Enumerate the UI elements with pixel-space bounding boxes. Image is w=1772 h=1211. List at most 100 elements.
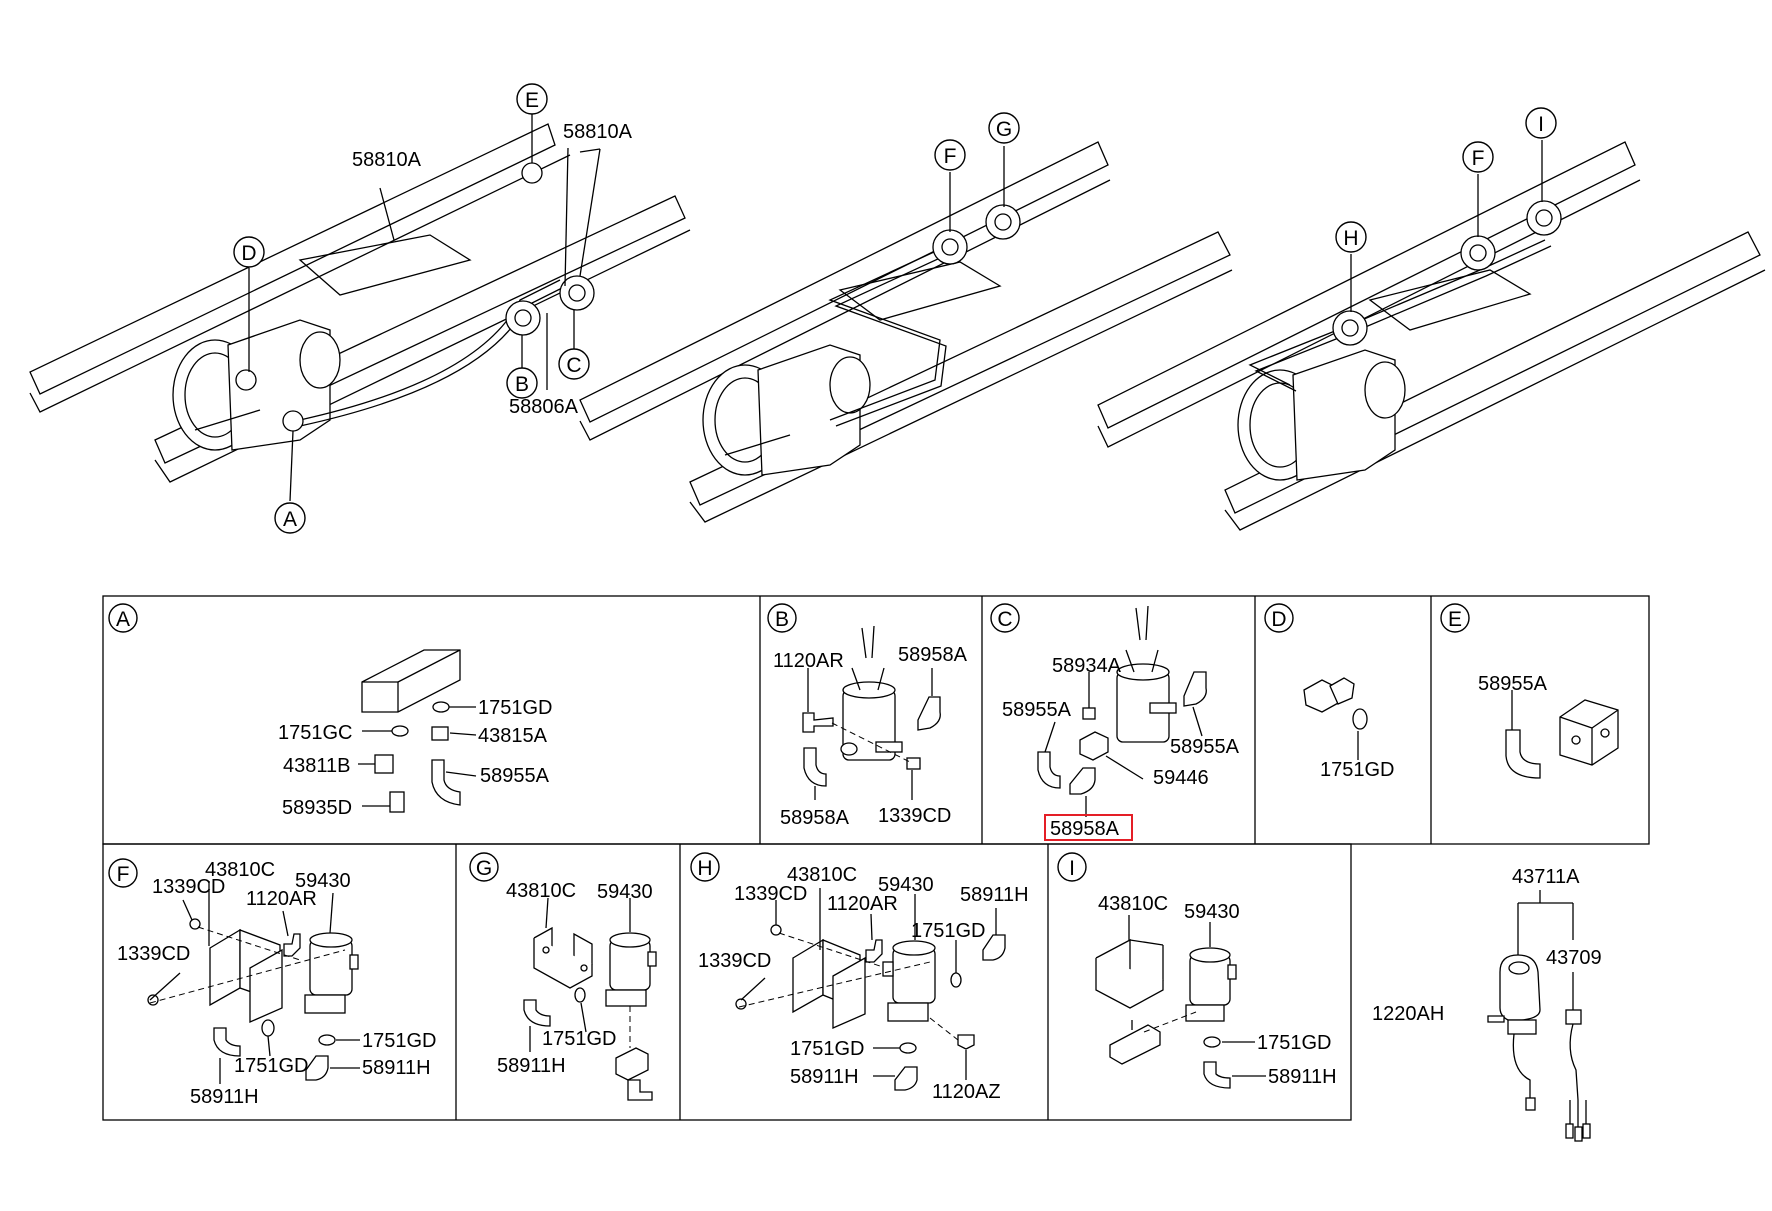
air-lines [1248,239,1552,392]
washer [261,1019,275,1037]
elbow-fitting [431,759,461,806]
tee-fitting [1109,1024,1161,1065]
washer [318,1034,336,1046]
panel-i: I 43810C 59430 1751GD 58911H [1057,852,1337,1089]
mounting-bracket [209,928,283,1023]
label-1751gd-top: 1751GD [911,920,986,942]
washer [574,987,586,1003]
panel-f: F 43810C 1339CD 59430 112 [108,858,437,1108]
transmission-body [172,319,341,451]
svg-text:H: H [697,857,712,880]
label-43810c: 43810C [1098,893,1168,915]
elbow-fitting [627,1079,653,1101]
valve-b [505,300,541,336]
callout-g: G [988,112,1020,144]
svg-text:G: G [476,857,492,880]
chassis-view-2: F G [579,112,1233,523]
panel-e-letter: E [1440,603,1470,633]
label-1751gd-lower: 1751GD [234,1055,309,1077]
washer [1203,1036,1221,1048]
label-43810c: 43810C [506,880,576,902]
label-43810c: 43810C [205,859,275,881]
svg-text:B: B [515,373,529,396]
label-59430: 59430 [1184,901,1240,923]
svg-text:D: D [241,242,256,265]
label-1751gd: 1751GD [542,1028,617,1050]
solenoid-valve [1185,947,1237,1022]
label-58955a: 58955A [1478,673,1548,695]
label-1339cd: 1339CD [878,805,951,827]
tee-fitting [1079,731,1109,761]
label-58911h-bottom: 58911H [190,1086,259,1108]
bolt [957,1034,975,1050]
label-58935d: 58935D [282,797,352,819]
elbow-fitting [1505,729,1541,779]
chassis-view-1: E D C B A 58810A 58810A 58806A [29,83,691,534]
panel-d-letter: D [1264,603,1294,633]
panel-f-letter: F [108,858,138,888]
washer [1352,708,1368,730]
nut [735,998,747,1010]
label-1120ar: 1120AR [827,893,898,915]
label-59446: 59446 [1153,767,1209,789]
svg-text:D: D [1271,608,1286,631]
svg-text:B: B [775,608,789,631]
washer [899,1042,917,1054]
label-58911h-top: 58911H [960,884,1029,906]
callout-f: F [1462,141,1494,173]
elbow-fitting [982,934,1006,961]
elbow-fitting [1183,671,1207,707]
svg-text:I: I [1069,857,1075,880]
mounting-bracket [533,926,593,989]
svg-text:G: G [996,118,1012,141]
pressure-switch-fitting [1329,677,1355,705]
label-43811b: 43811B [283,755,350,777]
label-58955a-right: 58955A [1170,736,1240,758]
callout-c: C [558,348,590,380]
shift-knob [1499,954,1541,1111]
svg-text:A: A [283,508,297,531]
svg-text:E: E [525,89,539,112]
label-43810c: 43810C [787,864,857,886]
washer [432,701,450,713]
label-58934a: 58934A [1052,655,1122,677]
label-43709: 43709 [1546,947,1602,969]
label-1339cd-top: 1339CD [734,883,807,905]
panel-a-letter: A [108,603,138,633]
screw [1487,1015,1505,1023]
detail-grid [102,595,1650,1121]
label-59430: 59430 [878,874,934,896]
label-1751gc: 1751GC [278,722,353,744]
nut [189,918,201,930]
label-58958a-top: 58958A [898,644,968,666]
bolt [865,939,883,963]
label-58958a-bottom: 58958A [780,807,850,829]
panel-b-letter: B [767,603,797,633]
callout-f: F [934,139,966,171]
panel-c: C 58934A 58955A 58955A 59446 58958A [990,603,1240,841]
nut [431,726,449,741]
label-58958a-highlighted: 58958A [1050,818,1120,840]
label-1120ar: 1120AR [246,888,317,910]
panel-c-letter: C [990,603,1020,633]
solenoid-valve [1116,605,1177,743]
callout-e: E [516,83,548,115]
label-1751gd: 1751GD [478,697,553,719]
label-58911h: 58911H [497,1055,566,1077]
panel-b: B 1120AR 58958A 58958A 1339CD [767,603,968,829]
label-1339cd-left: 1339CD [698,950,771,972]
plug [374,754,394,774]
panel-h: H 43810C 1339CD [690,852,1029,1103]
nut [1082,707,1096,720]
elbow-fitting [1037,751,1061,789]
callout-i: I [1525,107,1557,139]
valve-block [361,649,461,713]
elbow-fitting [213,1027,241,1057]
highlight-box [1044,814,1133,841]
mounting-bracket [792,938,866,1029]
solenoid-valve [304,932,359,1014]
label-59430: 59430 [295,870,351,892]
callout-d: D [233,236,265,268]
elbow-fitting [803,747,827,787]
